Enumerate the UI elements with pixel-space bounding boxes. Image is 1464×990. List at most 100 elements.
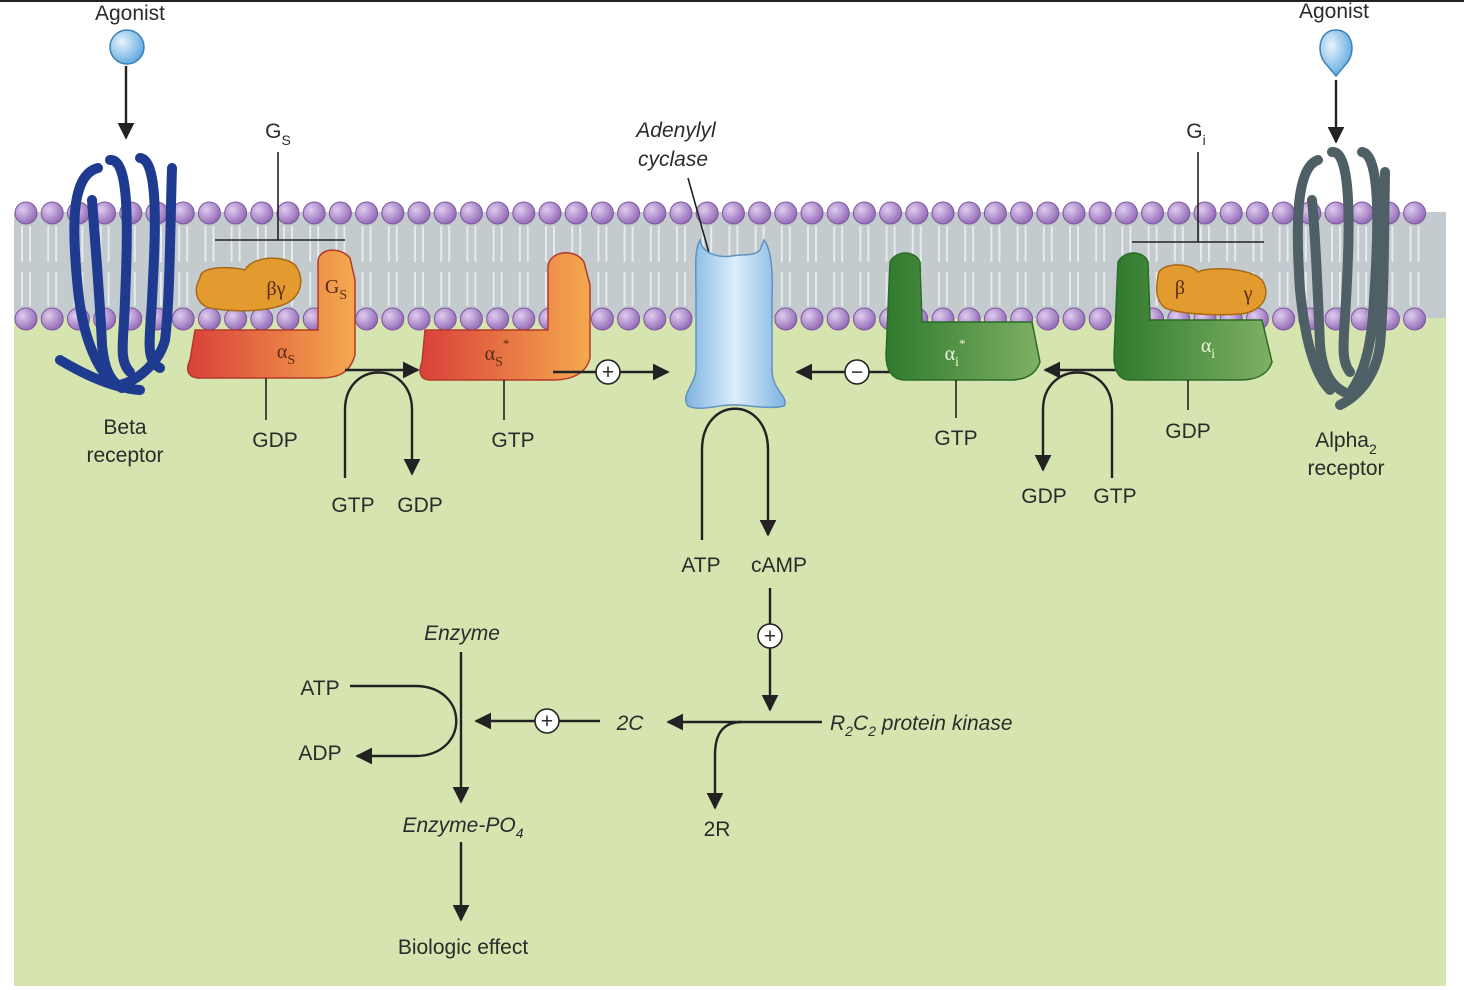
atp-adp-arrow [350,684,458,765]
stimulate-cyclase-arrow: + [553,359,670,385]
alpha-i-active-label: αi* [945,336,966,370]
cytoplasm [14,318,1446,986]
enzyme-label: Enzyme [424,622,500,645]
agonist-right-label: Agonist [1299,0,1369,23]
biologic-effect-label: Biologic effect [398,936,529,959]
phospholipid-head-inner [512,307,536,331]
phospholipid-head-inner [40,307,64,331]
phospholipid-head-outer [250,201,274,225]
phospholipid-head-outer [1403,201,1427,225]
gs-exchange-arrows [343,361,421,478]
phospholipid-head-inner [486,307,510,331]
camp-stimulate-sign: + [764,625,776,648]
phospholipid-head-inner [1088,307,1112,331]
adp-enzyme-label: ADP [298,742,341,765]
phospholipid-head-inner [407,307,431,331]
phospholipid-head-outer [800,201,824,225]
gdp-right-exchange-label: GDP [1021,485,1067,508]
phospholipid-head-outer [486,201,510,225]
phospholipid-head-outer [1245,201,1269,225]
phospholipid-head-outer [957,201,981,225]
phospholipid-head-inner [852,307,876,331]
gi-beta-gamma-subunit [1155,264,1267,316]
gtp-alpha-s-label: GTP [491,429,534,452]
phospholipid-head-outer [931,201,955,225]
phospholipid-head-outer [564,201,588,225]
beta-receptor-label: Beta [103,416,147,439]
phospholipid-head-outer [328,201,352,225]
phospholipid-head-inner [197,307,221,331]
adenylyl-cyclase-label: Adenylyl [634,119,717,142]
gtp-right-exchange-label: GTP [1093,485,1136,508]
phospholipid-head-outer [224,201,248,225]
alpha2-receptor [1292,147,1390,410]
alpha-s-label: αS [277,341,295,368]
phospholipid-head-outer [721,201,745,225]
phospholipid-head-inner [617,307,641,331]
gdp-left-exchange-label: GDP [397,494,443,517]
phospholipid-head-inner [1403,307,1427,331]
phospholipid-head-outer [1088,201,1112,225]
gs-bracket: GS [215,120,345,241]
gs-beta-gamma-subunit [195,257,302,312]
phospholipid-head-outer [355,201,379,225]
phospholipid-head-outer [617,201,641,225]
phospholipid-head-outer [695,201,719,225]
phospholipid-head-inner [800,307,824,331]
phospholipid-head-outer [1062,201,1086,225]
phospholipid-head-outer [433,201,457,225]
agonist-left-label: Agonist [95,2,165,25]
camp-kinase-arrow: + [757,588,783,712]
agonist-right: Agonist [1299,0,1369,144]
phospholipid-head-outer [905,201,929,225]
gs-label: GS [265,120,291,148]
beta-receptor-label-line2: receptor [86,444,163,467]
phospholipid-head-outer [643,201,667,225]
phospholipid-head-outer [1010,201,1034,225]
gi-heterotrimer: β γ αi [1113,252,1273,381]
alpha2-receptor-label: Alpha2 [1315,429,1377,457]
alpha2-receptor-label-line2: receptor [1307,457,1384,480]
protein-kinase-label: R2C2 protein kinase [830,712,1013,739]
agonist-left-ligand [109,29,145,65]
phospholipid-head-outer [538,201,562,225]
phospholipid-head-outer [1350,201,1374,225]
phospholipid-head-outer [197,201,221,225]
stimulate-sign: + [602,361,614,384]
two-r-label: 2R [704,818,731,841]
beta-receptor [55,153,177,395]
gtp-left-exchange-label: GTP [331,494,374,517]
c-to-enzyme-arrow: + [474,708,600,734]
beta-label: β [1175,277,1185,299]
adenylyl-cyclase-label-line2: cyclase [638,148,708,171]
phospholipid-head-inner [590,307,614,331]
enzyme-po4-label: Enzyme-PO4 [403,814,524,841]
phospholipid-head-inner [171,307,195,331]
gamma-label: γ [1243,283,1253,305]
atp-enzyme-label: ATP [300,677,339,700]
two-c-stimulate-sign: + [541,710,553,733]
gtp-alpha-i-label: GTP [934,427,977,450]
phospholipid-head-inner [774,307,798,331]
inhibit-sign: − [851,361,863,384]
phospholipid-head-inner [1062,307,1086,331]
two-c-label: 2C [616,712,645,735]
atp-cyclase-label: ATP [681,554,720,577]
phospholipid-head-outer [852,201,876,225]
kinase-dissociation-arrows [666,713,822,810]
phospholipid-head-inner [459,307,483,331]
phospholipid-head-outer [774,201,798,225]
camp-label: cAMP [751,554,807,577]
phospholipid-head-inner [643,307,667,331]
alpha-s-active-label: αS* [485,336,510,370]
phospholipid-head-outer [1036,201,1060,225]
gi-exchange-arrows [1034,361,1122,478]
phospholipid-head-outer [14,201,38,225]
inhibit-cyclase-arrow: − [795,359,912,385]
gdp-left-label: GDP [252,429,298,452]
phospholipid-head-outer [983,201,1007,225]
phospholipid-head-outer [407,201,431,225]
gi-label: Gi [1186,120,1205,148]
